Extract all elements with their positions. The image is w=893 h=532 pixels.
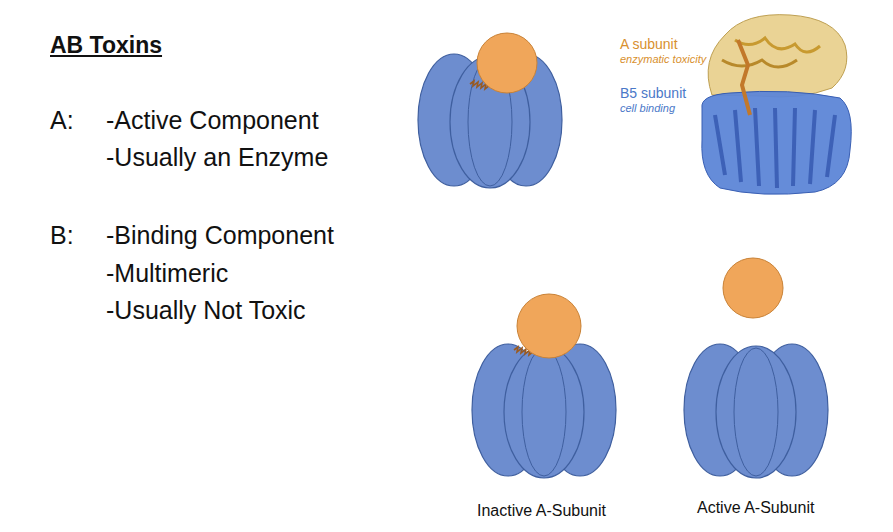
figure-caption: Inactive A-Subunit	[477, 502, 606, 520]
bullet-text: -Usually Not Toxic	[106, 296, 306, 325]
part-note: enzymatic toxicity	[620, 53, 706, 66]
list-letter: A:	[50, 106, 74, 135]
figure-caption: Active A-Subunit	[697, 499, 814, 517]
bullet-text: -Active Component	[106, 106, 319, 135]
list-letter: B:	[50, 221, 74, 250]
part-note: cell binding	[620, 102, 675, 115]
bullet-text: -Multimeric	[106, 259, 228, 288]
slide-title: AB Toxins	[50, 32, 162, 58]
bullet-text: -Binding Component	[106, 221, 334, 250]
part-name: B5 subunit	[620, 85, 686, 101]
protein-render	[702, 15, 851, 195]
bullet-text: -Usually an Enzyme	[106, 143, 328, 172]
part-name: A subunit	[620, 36, 678, 52]
